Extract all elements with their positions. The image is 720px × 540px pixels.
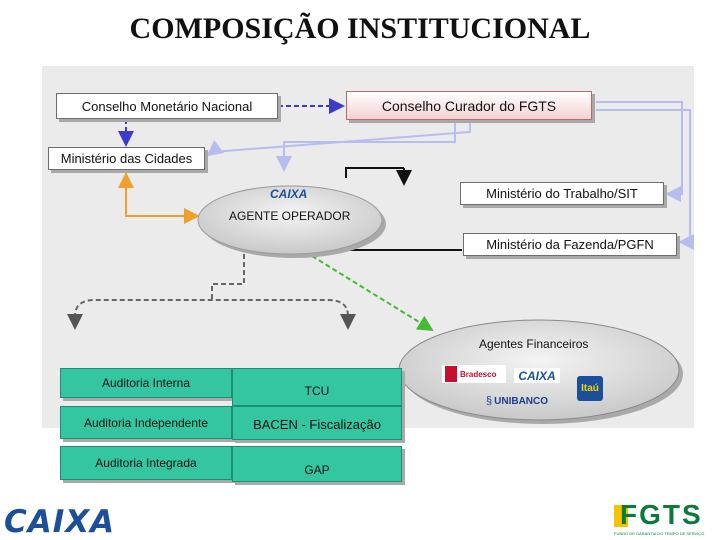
caixa-bank-label: CAIXA — [518, 368, 556, 383]
unibanco-label: UNIBANCO — [494, 395, 549, 407]
fgts-icon — [614, 505, 628, 527]
fgts-logo: FGTS FUNDO DE GARANTIA DO TEMPO DE SERVI… — [614, 499, 718, 537]
fgts-tagline: FUNDO DE GARANTIA DO TEMPO DE SERVIÇO — [614, 531, 705, 536]
unibanco-icon: § — [486, 395, 493, 407]
arrow-curador-to-agente — [276, 120, 456, 172]
agentes-financeiros-label: Agentes Financeiros — [479, 337, 589, 351]
arrow-agente-to-auditoria — [211, 254, 245, 300]
arrow-cidades-to-agente — [125, 170, 200, 224]
unibanco-logo: § UNIBANCO — [486, 394, 554, 408]
arrow-curador-to-cidades — [206, 120, 471, 157]
itau-label: Itaú — [581, 383, 599, 394]
arrow-black-top — [345, 167, 404, 178]
arrow-curador-to-fazenda — [596, 109, 694, 250]
agente-operador-ellipse — [197, 185, 383, 255]
node-ministerio-trabalho: Ministério do Trabalho/SIT — [460, 182, 664, 205]
box-auditoria-independente: Auditoria Independente — [60, 406, 232, 439]
caixa-footer-logo: CAIXA — [4, 504, 116, 540]
box-bacen: BACEN - Fiscalização — [232, 406, 402, 440]
caixa-logo-small: CAIXA — [270, 187, 308, 201]
box-auditoria-integrada: Auditoria Integrada — [60, 446, 232, 480]
node-ministerio-cidades: Ministério das Cidades — [48, 147, 205, 170]
box-auditoria-interna: Auditoria Interna — [60, 368, 232, 398]
agente-operador-label: AGENTE OPERADOR — [229, 209, 351, 223]
box-tcu: TCU — [232, 368, 402, 406]
caixa-bank-logo: CAIXA — [514, 368, 560, 383]
node-ministerio-fazenda: Ministério da Fazenda/PGFN — [463, 233, 677, 256]
page-title: COMPOSIÇÃO INSTITUCIONAL — [129, 12, 591, 45]
bradesco-icon — [445, 366, 457, 382]
arrow-curador-to-trabalho — [596, 101, 683, 202]
node-cmn: Conselho Monetário Nacional — [56, 93, 278, 119]
itau-logo: Itaú — [577, 376, 603, 401]
box-gap: GAP — [232, 446, 402, 482]
arrow-agente-to-financeiros — [311, 255, 434, 332]
bradesco-logo: Bradesco — [442, 365, 506, 383]
fgts-label: FGTS — [620, 499, 703, 530]
bradesco-label: Bradesco — [460, 369, 497, 379]
caixa-footer-label: CAIXA — [4, 504, 116, 540]
node-conselho-curador: Conselho Curador do FGTS — [346, 91, 592, 120]
